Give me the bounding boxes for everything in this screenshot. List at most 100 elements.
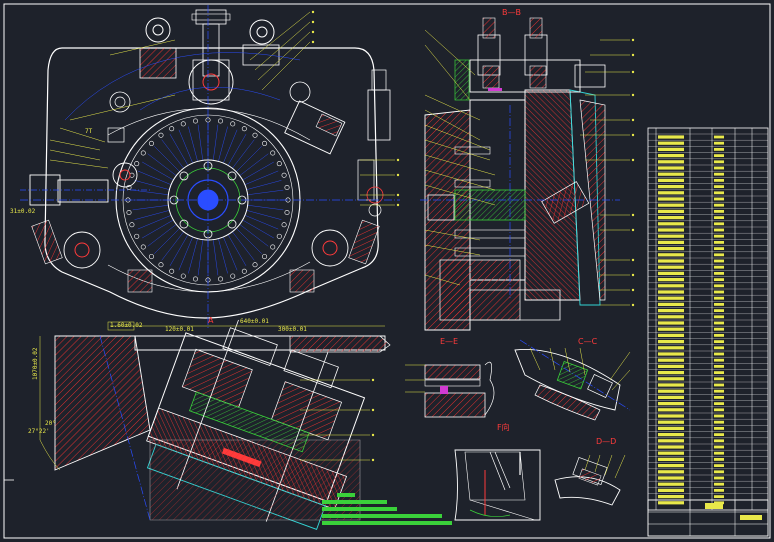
- radial-line: [244, 215, 279, 230]
- gear-hole: [134, 233, 140, 239]
- gear-hole: [192, 276, 198, 282]
- table-text-bar: [658, 216, 684, 220]
- gear-hole: [180, 121, 186, 127]
- table-text-bar: [658, 464, 684, 468]
- table-text-bar: [658, 309, 684, 313]
- gear-hole: [230, 121, 236, 127]
- gear-hole: [270, 150, 276, 156]
- radial-line: [212, 124, 219, 161]
- gear-hole: [284, 184, 290, 190]
- table-text-bar: [714, 210, 724, 213]
- dim-side: 1070±0.02: [32, 347, 39, 380]
- radial-line: [147, 224, 177, 247]
- table-text-bar: [658, 259, 684, 263]
- plan-view: [20, 5, 400, 328]
- table-text-bar: [714, 451, 724, 455]
- table-text-bar: [658, 408, 684, 412]
- radial-line: [154, 146, 180, 172]
- table-text-bar: [714, 377, 724, 381]
- gear-hole: [276, 161, 282, 167]
- gear-hole: [126, 210, 132, 216]
- radial-line: [244, 170, 279, 185]
- radial-line: [223, 236, 238, 271]
- gear-hole: [180, 273, 186, 279]
- balloon-marker: [311, 30, 315, 34]
- table-text-bar: [714, 433, 724, 436]
- gear-hole: [169, 126, 175, 132]
- table-text-bar: [658, 451, 684, 455]
- section-ee: [405, 361, 495, 418]
- table-text-bar: [658, 209, 684, 213]
- dim-top-3: 120±0.01: [165, 326, 194, 333]
- table-text-bar: [714, 389, 724, 393]
- radial-line: [161, 231, 184, 261]
- gear-hole: [230, 273, 236, 279]
- balloon-marker: [631, 228, 635, 232]
- gear-hole: [276, 233, 282, 239]
- radial-line: [212, 239, 219, 276]
- table-text-bar: [658, 457, 684, 461]
- balloon-marker: [371, 433, 375, 437]
- table-text-bar: [714, 303, 724, 306]
- table-text-bar: [658, 185, 684, 189]
- radial-line: [169, 134, 189, 166]
- radial-line: [242, 219, 274, 239]
- radial-line: [232, 139, 255, 169]
- radial-line: [239, 224, 269, 247]
- gear-hole: [284, 210, 290, 216]
- view-label-f: F向: [497, 423, 510, 432]
- table-text-bar: [714, 352, 724, 356]
- balloon-marker: [631, 133, 635, 137]
- table-text-bar: [714, 470, 724, 474]
- table-text-bar: [714, 408, 724, 412]
- radial-line: [188, 126, 198, 162]
- table-text-bar: [658, 414, 684, 418]
- table-text-bar: [658, 271, 684, 275]
- balloon-marker: [396, 203, 400, 207]
- table-text-bar: [658, 426, 684, 430]
- table-text-bar: [658, 389, 684, 393]
- table-text-bar: [658, 315, 684, 319]
- balloon-marker: [631, 273, 635, 277]
- table-text-bar: [658, 302, 684, 306]
- radial-line: [188, 238, 198, 274]
- table-text-bar: [714, 148, 724, 151]
- table-text-bar: [658, 284, 684, 288]
- radial-line: [242, 161, 274, 181]
- table-text-bar: [658, 420, 684, 424]
- gear-hole: [140, 244, 146, 250]
- table-text-bar: [714, 154, 724, 157]
- table-text-bar: [714, 160, 724, 164]
- table-text-bar: [714, 216, 724, 219]
- table-text-bar: [658, 364, 684, 368]
- gear-hole: [129, 222, 135, 228]
- table-text-bar: [714, 365, 724, 368]
- section-label-e: E—E: [440, 337, 459, 346]
- balloon-marker: [631, 288, 635, 292]
- table-text-bar: [714, 197, 724, 201]
- gear-hole: [262, 140, 268, 146]
- elevation-view: [39, 319, 452, 530]
- table-text-bar: [714, 247, 724, 250]
- balloon-marker: [396, 193, 400, 197]
- radial-line: [134, 180, 170, 190]
- table-text-bar: [714, 358, 724, 362]
- table-text-bar: [714, 327, 724, 331]
- table-text-bar: [714, 482, 724, 486]
- table-text-bar: [714, 501, 724, 505]
- view-f: [454, 449, 541, 521]
- gear-hole: [241, 126, 247, 132]
- gear-hole: [148, 254, 154, 260]
- balloon-marker: [396, 173, 400, 177]
- table-text-bar: [714, 321, 724, 325]
- table-text-bar: [714, 340, 724, 343]
- bolt-circle: [227, 171, 237, 181]
- radial-line: [246, 210, 282, 220]
- table-text-bar: [658, 439, 684, 443]
- table-text-bar: [714, 334, 724, 337]
- table-text-bar: [658, 327, 684, 331]
- radial-line: [218, 238, 228, 274]
- gear-hole: [262, 254, 268, 260]
- table-text-bar: [714, 259, 724, 263]
- gear-hole: [134, 161, 140, 167]
